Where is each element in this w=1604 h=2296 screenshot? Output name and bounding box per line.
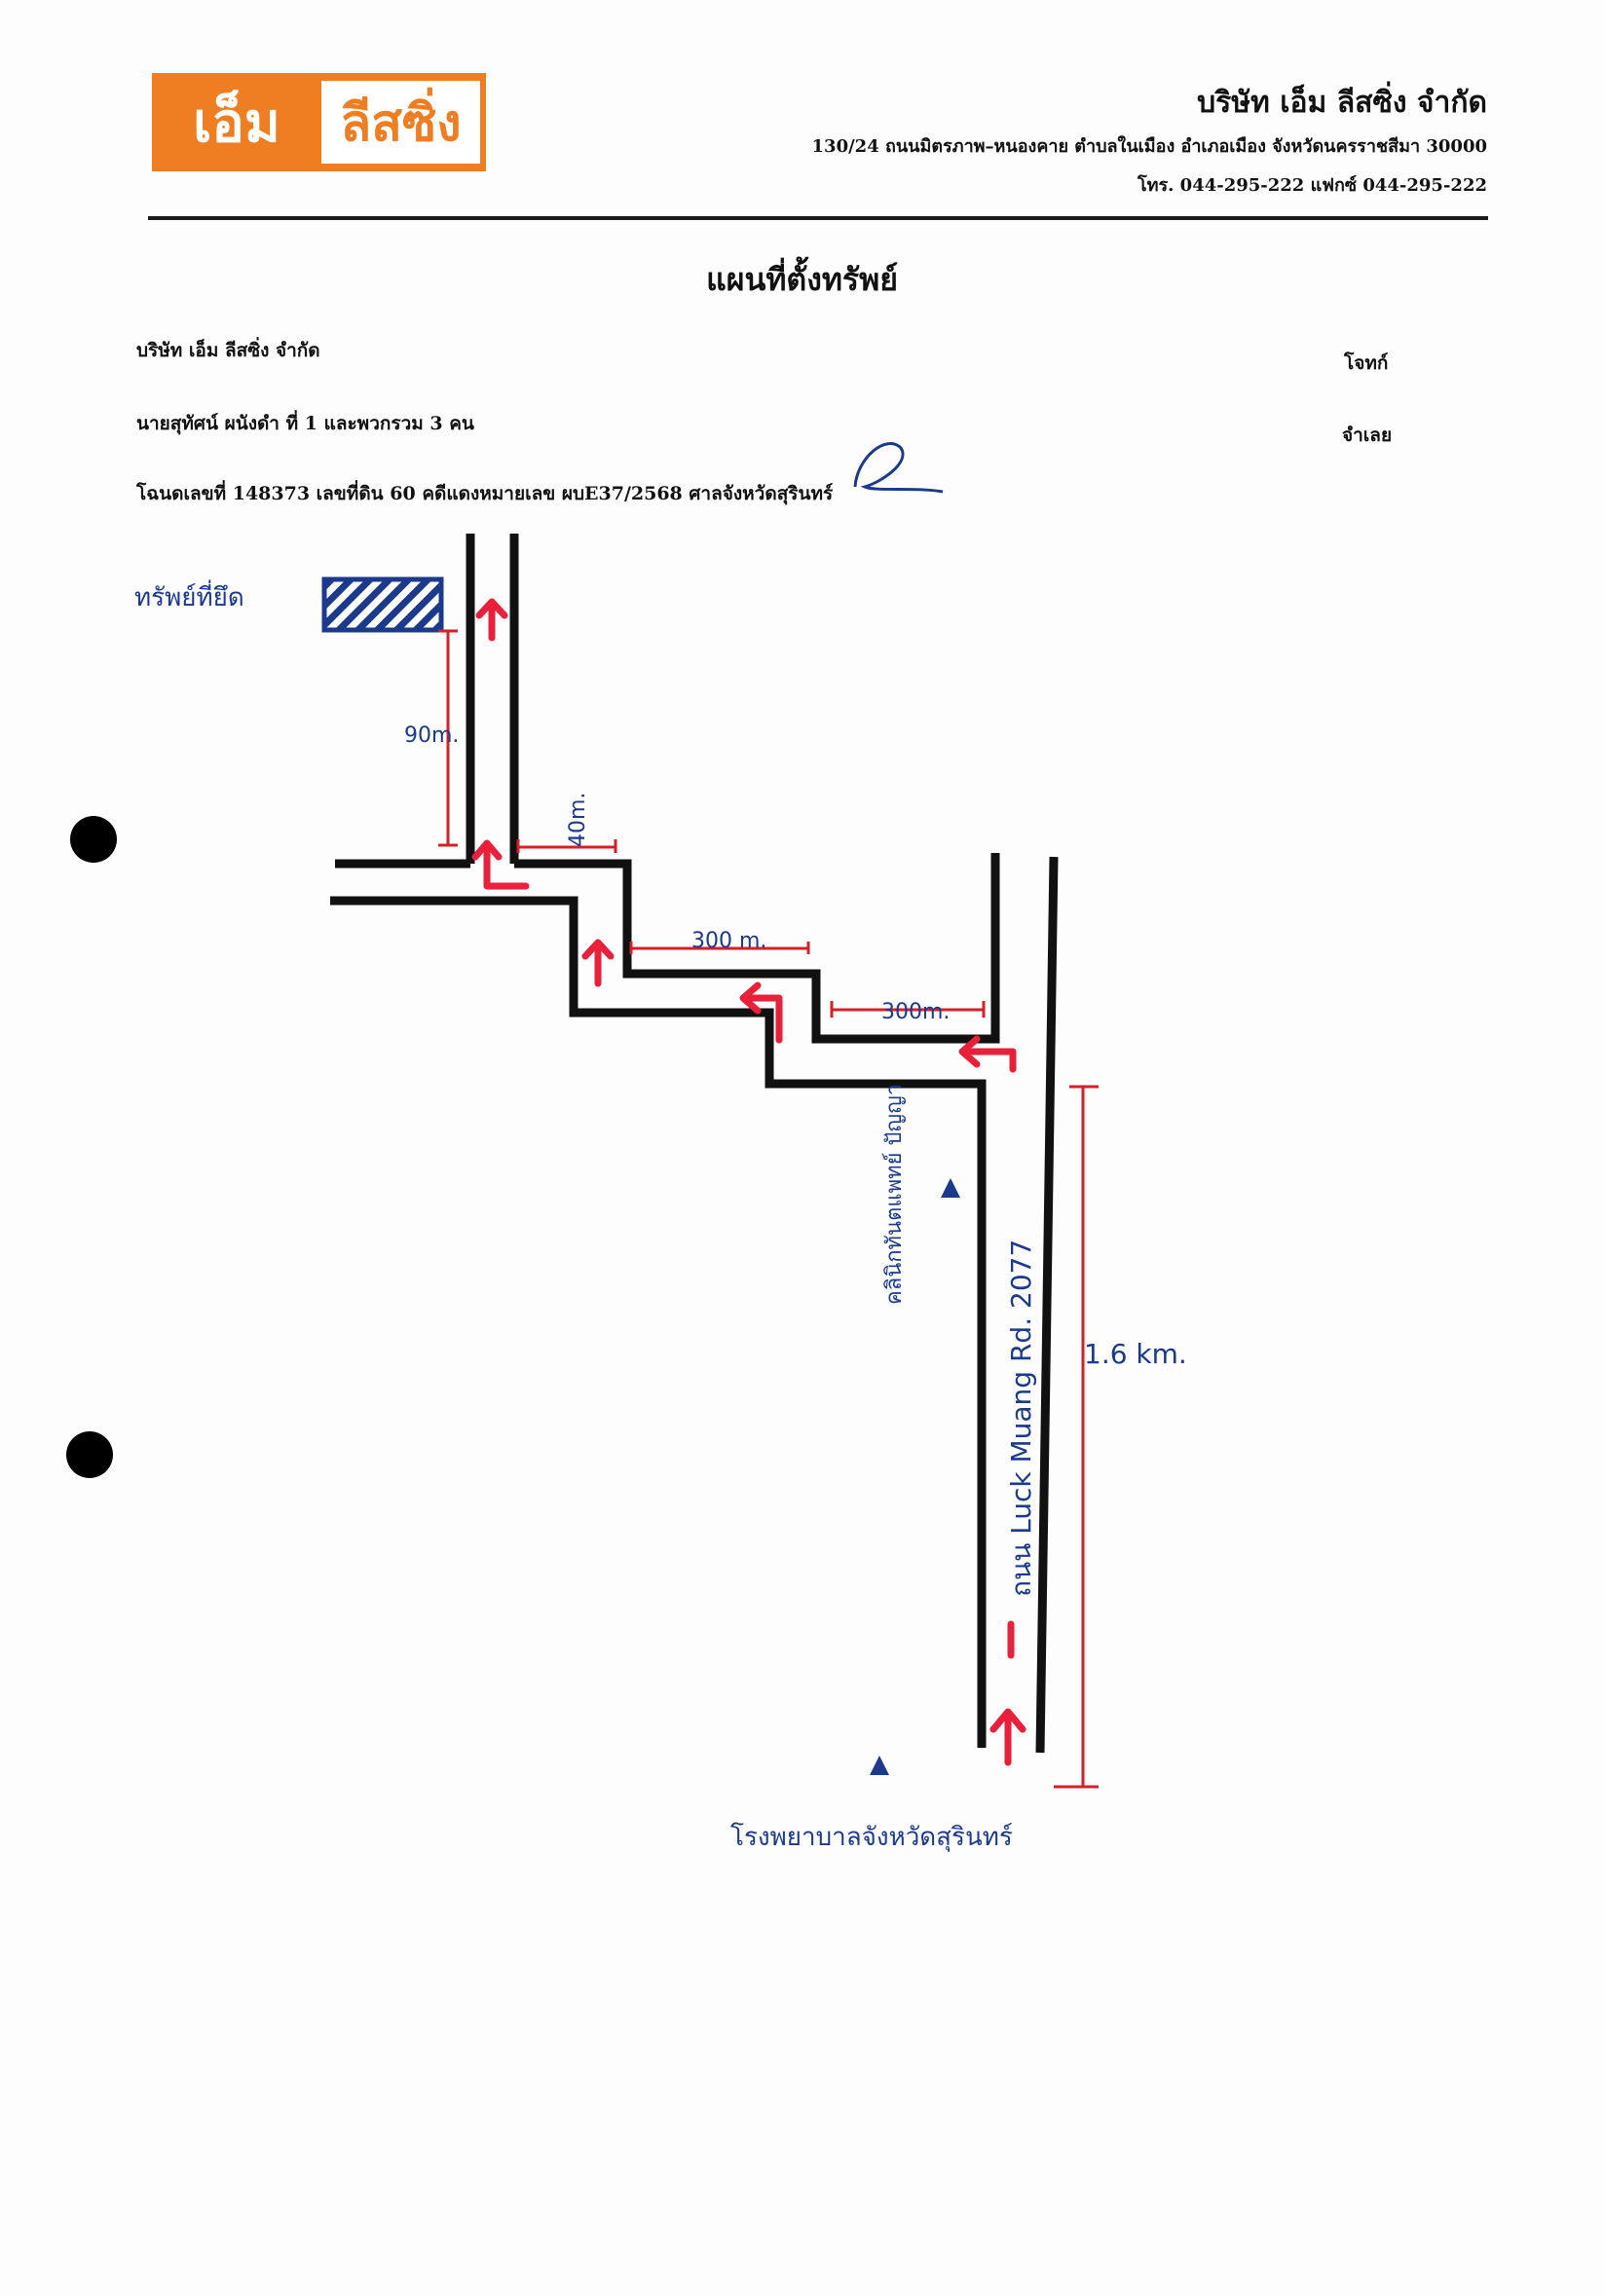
punch-hole	[66, 1431, 113, 1478]
arrow-turn-left	[958, 1035, 1017, 1073]
arrow-up	[989, 1708, 1026, 1766]
logo-text-left: เอ็ม	[193, 92, 280, 155]
defendant-name: นายสุทัศน์ ผนังดำ ที่ 1 และพวกรวม 3 คน	[136, 413, 474, 434]
arrow-turn-left	[471, 839, 530, 890]
company-address: 130/24 ถนนมิตรภาพ–หนองคาย ตำบลในเมือง อำ…	[811, 136, 1487, 157]
arrow-up	[475, 598, 508, 642]
landmark-hospital: โรงพยาบาลจังหวัดสุรินทร์	[730, 1822, 1013, 1852]
distance-label-300m-a: 300 m.	[691, 929, 766, 953]
plaintiff-name: บริษัท เอ็ม ลีสซิ่ง จำกัด	[136, 340, 320, 361]
distance-label-40m: 40m.	[566, 793, 590, 847]
company-name: บริษัท เอ็ม ลีสซิ่ง จำกัด	[1197, 86, 1487, 120]
signature-mark	[853, 442, 944, 494]
landmark-marker	[941, 1178, 960, 1198]
logo-text-right: ลีสซิ่ง	[321, 81, 480, 164]
company-logo: เอ็ม ลีสซิ่ง	[152, 73, 486, 171]
header-divider	[148, 216, 1488, 220]
road-step-top-b	[514, 853, 1000, 1044]
road-step-bottom	[330, 896, 987, 1748]
landmark-clinic: คลินิกทันตแพทย์ ปัญญา	[882, 1084, 907, 1305]
dimension-90m	[438, 629, 458, 847]
property-label: ทรัพย์ที่ยึด	[134, 579, 244, 612]
distance-label-1-6km: 1.6 km.	[1084, 1338, 1187, 1370]
deed-info: โฉนดเลขที่ 148373 เลขที่ดิน 60 คดีแดงหมา…	[136, 483, 834, 504]
plaintiff-role: โจทก์	[1344, 352, 1389, 374]
road-main-right	[1035, 856, 1059, 1754]
arrow-up	[581, 939, 615, 987]
road-network	[330, 534, 1059, 1754]
company-phone: โทร. 044-295-222 แฟกซ์ 044-295-222	[1137, 175, 1487, 196]
arrow-turn-left	[739, 981, 783, 1044]
distance-label-300m-b: 300m.	[881, 1000, 950, 1024]
dimension-300m-a	[629, 942, 810, 954]
page-title: แผนที่ตั้งทรัพย์	[706, 261, 898, 298]
punch-hole	[70, 816, 117, 863]
landmark-marker	[870, 1756, 889, 1775]
dimension-40m	[516, 839, 617, 853]
dimension-300m-b	[830, 1001, 986, 1018]
distance-label-90m: 90m.	[404, 723, 459, 748]
dimension-1-6km	[1054, 1085, 1099, 1789]
defendant-role: จำเลย	[1342, 425, 1393, 446]
road-name-label: ถนน Luck Muang Rd. 2077	[1005, 1240, 1037, 1597]
seized-property-block	[321, 576, 444, 633]
